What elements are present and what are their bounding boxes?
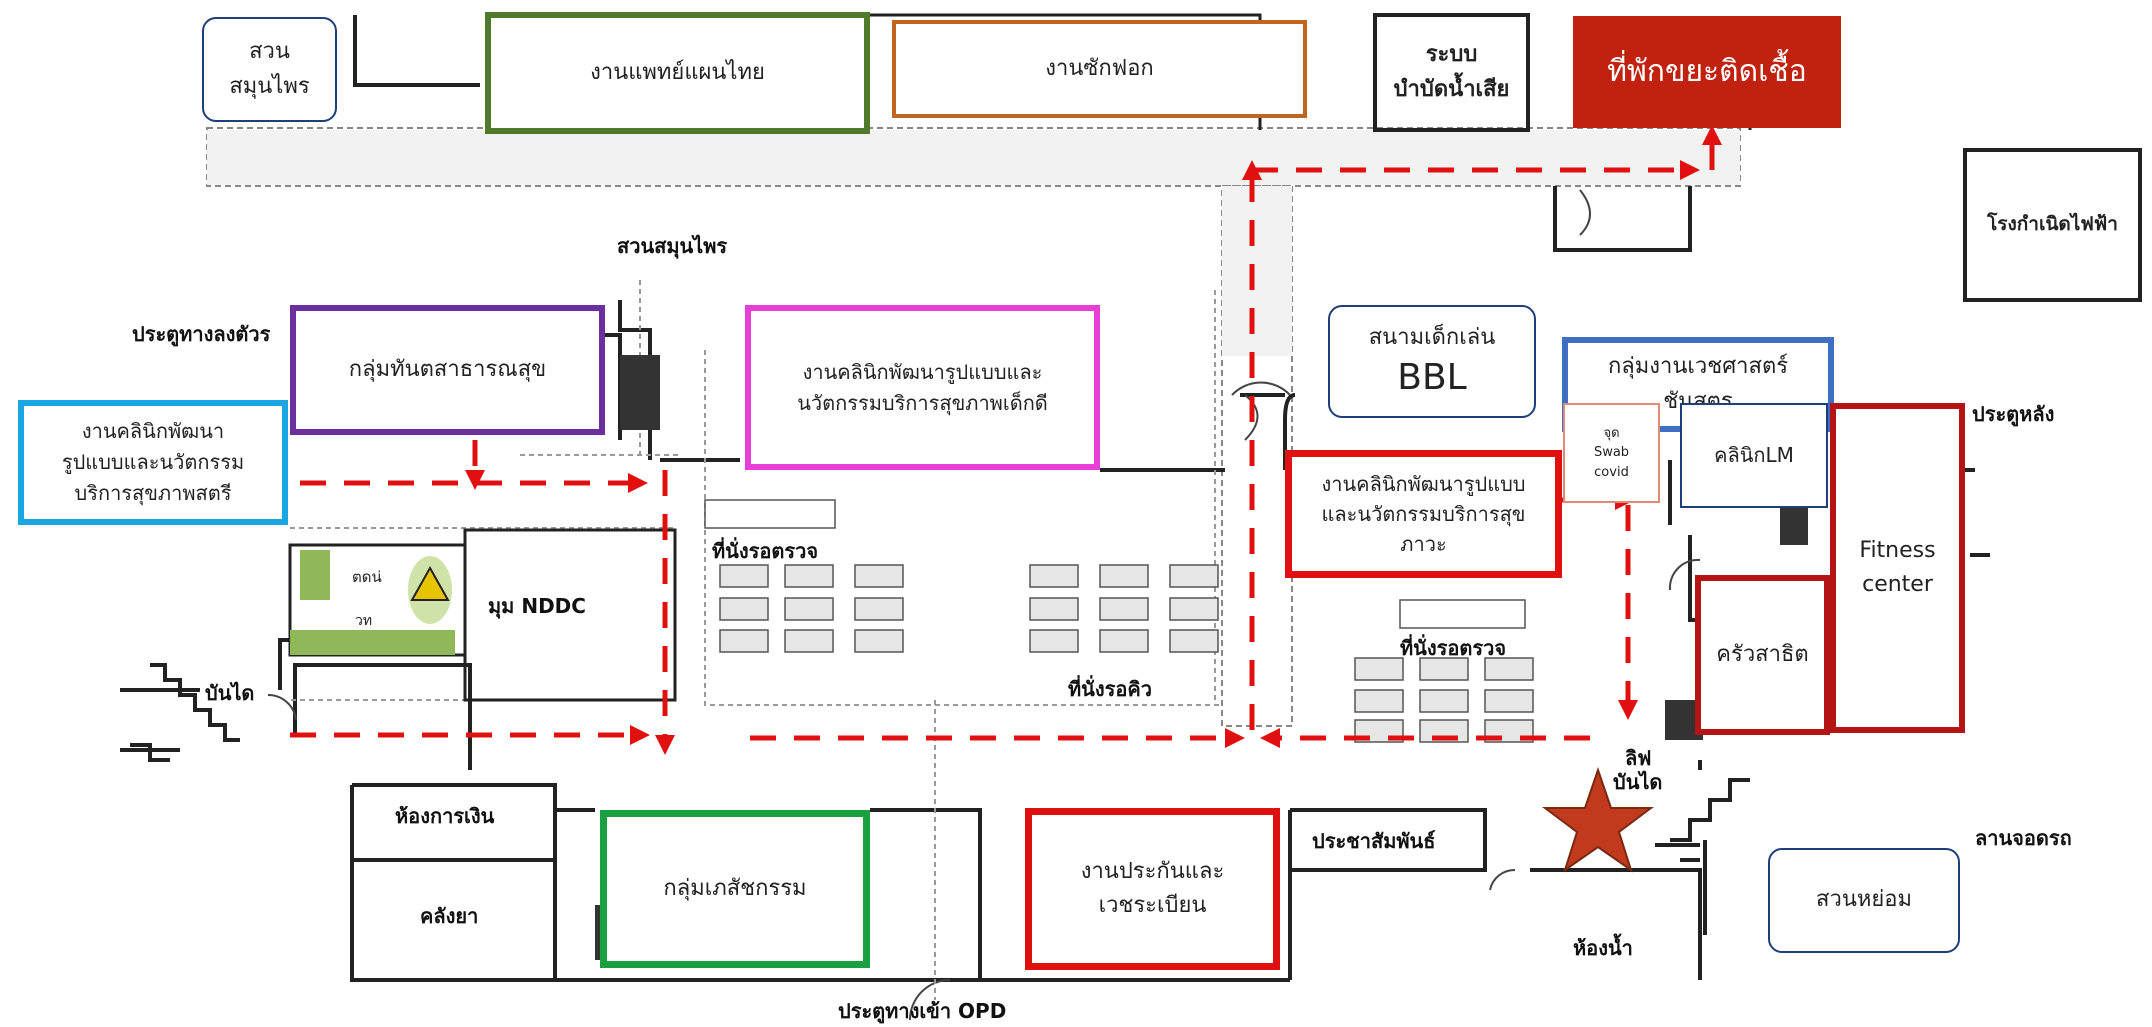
pharmacy-room: กลุ่มเภสัชกรรม	[600, 810, 870, 968]
nddc-area	[288, 528, 677, 702]
women-clinic-room: งานคลินิกพัฒนารูปแบบและนวัตกรรมบริการสุข…	[18, 400, 288, 525]
fitness-line1: Fitness	[1859, 537, 1936, 563]
fitness-line2: center	[1862, 572, 1933, 597]
stairs-right-label: บันได	[1613, 770, 1663, 794]
waiting-queue-label: ที่นั่งรอคิว	[1068, 677, 1152, 701]
health-clinic-line1: งานคลินิกพัฒนารูปแบบ	[1321, 472, 1526, 496]
insurance-room: งานประกันและเวชระเบียน	[1025, 808, 1280, 970]
health-clinic-line3: ภาวะ	[1400, 532, 1447, 556]
women-clinic-line1: งานคลินิกพัฒนา	[81, 419, 225, 443]
herb-garden-label: สวนสมุนไพร	[617, 234, 728, 258]
child-clinic-line2: นวัตกรรมบริการสุขภาพเด็กดี	[797, 390, 1048, 415]
laundry-room: งานซักฟอก	[892, 20, 1307, 118]
child-clinic-line1: งานคลินิกพัฒนารูปแบบและ	[802, 359, 1043, 384]
power-house-label: โรงกำเนิดไฟฟ้า	[1987, 213, 2118, 236]
cashier-label: ห้องการเงิน	[395, 804, 495, 828]
playground-line2: BBL	[1397, 357, 1467, 399]
wastewater-room: ระบบบำบัดน้ำเสีย	[1375, 15, 1528, 130]
playground-line1: สนามเด็กเล่น	[1368, 325, 1496, 351]
lift-label: ลิฟ	[1625, 746, 1652, 770]
waiting-exam-label-1: ที่นั่งรอตรวจ	[712, 539, 819, 563]
herb-garden-line1: สวน	[249, 39, 290, 65]
herb-garden-line2: สมุนไพร	[229, 73, 310, 99]
laundry-label: งานซักฟอก	[1045, 55, 1154, 81]
pharmacy-label: กลุ่มเภสัชกรรม	[663, 875, 807, 901]
infectious-waste-room: ที่พักขยะติดเชื้อ	[1573, 16, 1841, 128]
health-clinic-room: งานคลินิกพัฒนารูปแบบและนวัตกรรมบริการสุข…	[1285, 450, 1562, 578]
corridor-fill	[207, 130, 1740, 356]
seat-block-right	[1354, 599, 1534, 743]
downstairs-door-label: ประตูทางลงตัวร	[132, 322, 271, 346]
health-clinic-line2: และนวัตกรรมบริการสุข	[1321, 502, 1526, 526]
toilet-label: ห้องน้ำ	[1573, 936, 1633, 960]
women-clinic-line3: บริการสุขภาพสตรี	[74, 481, 232, 505]
drug-store-label: คลังยา	[420, 904, 479, 928]
cafeteria-label: ครัวสาธิต	[1716, 641, 1809, 667]
evacuation-route	[290, 125, 1722, 755]
waiting-exam-label-2: ที่นั่งรอตรวจ	[1400, 636, 1507, 660]
seat-block-left	[704, 499, 904, 653]
lm-clinic-label: คลินิกLM	[1714, 443, 1794, 467]
wastewater-line2: บำบัดน้ำเสีย	[1393, 76, 1510, 102]
playground-room: สนามเด็กเล่น BBL	[1328, 305, 1536, 418]
seat-block-center	[1029, 564, 1219, 653]
dental-room: กลุ่มทันตสาธารณสุข	[290, 305, 605, 435]
rest-garden-label: สวนหย่อม	[1816, 887, 1912, 913]
stairs-left-label: บันได	[205, 681, 255, 705]
child-clinic-room: งานคลินิกพัฒนารูปแบบและนวัตกรรมบริการสุข…	[745, 305, 1100, 470]
wastewater-line1: ระบบ	[1425, 42, 1478, 68]
fitness-room: Fitness center	[1830, 403, 1965, 733]
swab-line2: Swab	[1593, 445, 1630, 461]
herb-garden-room: สวนสมุนไพร	[202, 17, 337, 122]
thai-medicine-label: งานแพทย์แผนไทย	[590, 59, 765, 85]
hazard-small-label: ตดน่	[352, 568, 382, 586]
swab-line1: จุด	[1603, 425, 1620, 441]
swab-room: จุด Swab covid	[1563, 403, 1660, 503]
doors	[267, 189, 1701, 1021]
dental-label: กลุ่มทันตสาธารณสุข	[348, 356, 547, 382]
hazard-small-label2: วท	[355, 613, 373, 629]
nddc-corner-label: มุม NDDC	[488, 594, 586, 618]
parking-label: ลานจอดรถ	[1975, 826, 2072, 850]
thai-medicine-room: งานแพทย์แผนไทย	[485, 12, 870, 134]
stairs-left	[130, 663, 240, 762]
opd-entrance-label: ประตูทางเข้า OPD	[838, 999, 1007, 1023]
swab-line3: covid	[1594, 464, 1629, 480]
cafeteria-room: ครัวสาธิต	[1695, 575, 1830, 735]
power-house-room: โรงกำเนิดไฟฟ้า	[1965, 150, 2140, 300]
rest-garden-room: สวนหย่อม	[1768, 848, 1960, 953]
medtech-line1: กลุ่มงานเวชศาสตร์	[1607, 354, 1789, 380]
insurance-line2: เวชระเบียน	[1098, 893, 1207, 918]
insurance-line1: งานประกันและ	[1080, 858, 1225, 884]
public-relations-label: ประชาสัมพันธ์	[1312, 829, 1436, 853]
lm-clinic-room: คลินิกLM	[1680, 403, 1828, 508]
you-are-here-star	[1542, 766, 1654, 873]
back-door-label: ประตูหลัง	[1972, 402, 2055, 426]
stairs-right	[1670, 778, 1750, 862]
infectious-waste-label: ที่พักขยะติดเชื้อ	[1607, 53, 1807, 89]
women-clinic-line2: รูปแบบและนวัตกรรม	[61, 450, 245, 474]
